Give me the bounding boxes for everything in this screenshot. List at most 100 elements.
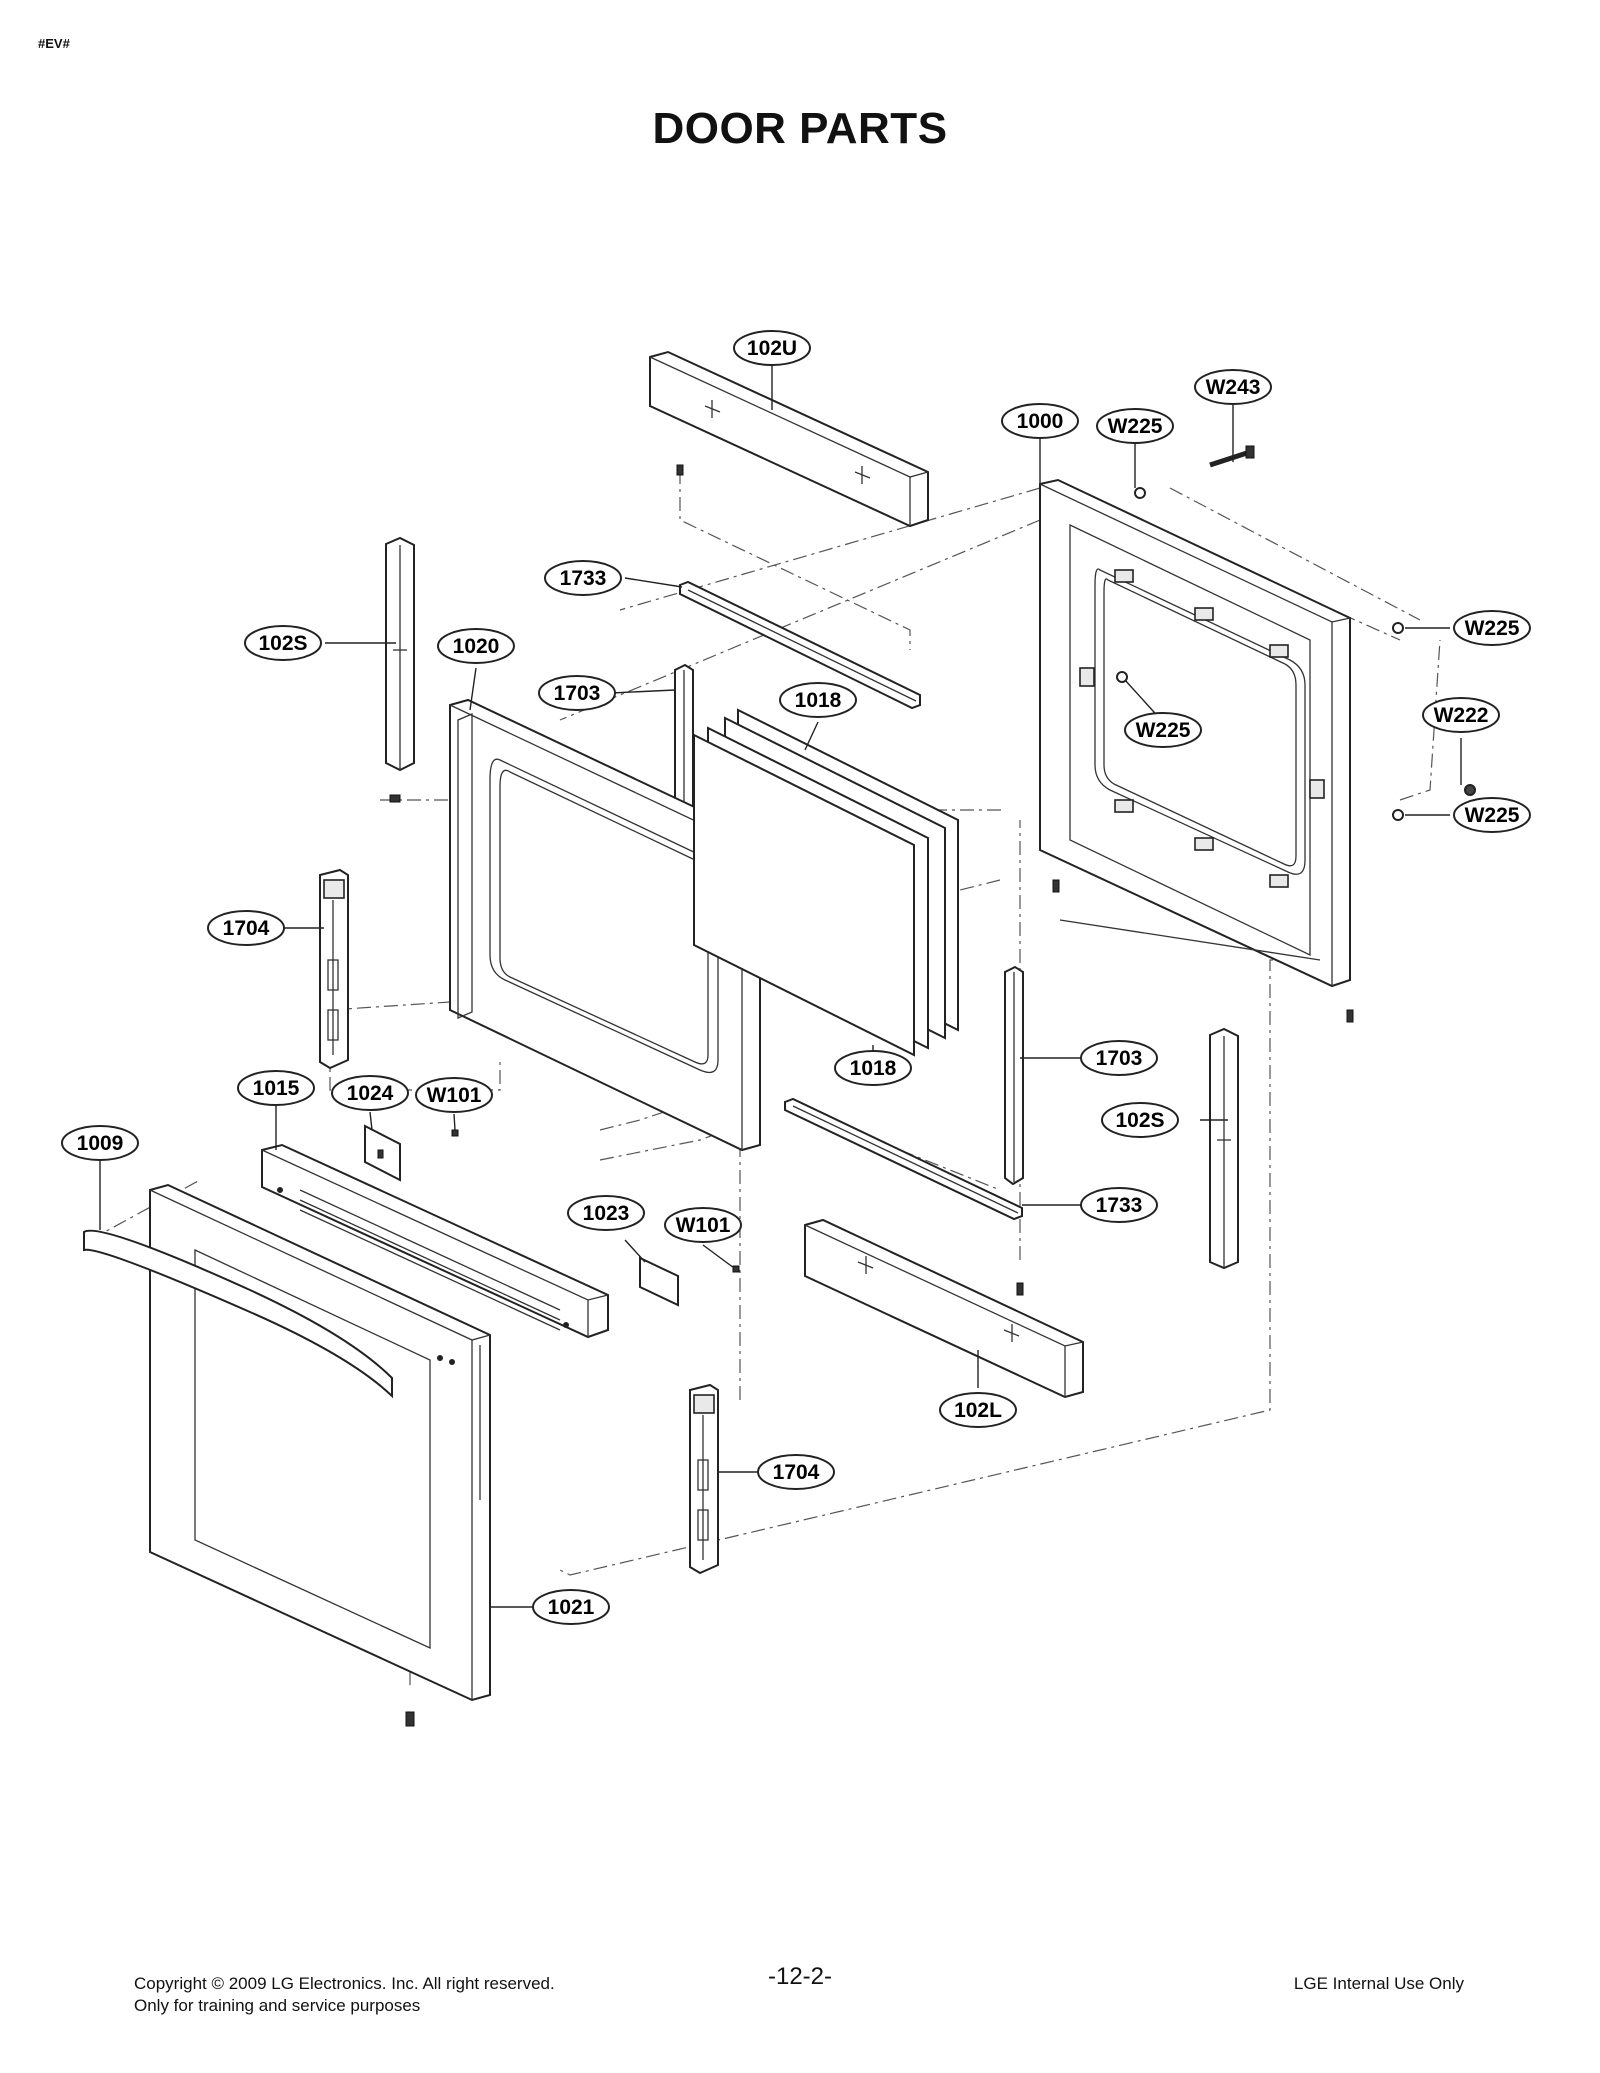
- callout-1018: 1018: [779, 682, 857, 718]
- callout-bubble: [544, 560, 622, 596]
- callout-1703: 1703: [538, 675, 616, 711]
- part-1009-handle: [83, 1229, 393, 1399]
- callout-1024: 1024: [331, 1075, 409, 1111]
- callout-text: 1704: [773, 1461, 820, 1484]
- part-102L-bottom-trim: [804, 1218, 1084, 1399]
- callout-bubble: [939, 1392, 1017, 1428]
- callout-text: 1018: [850, 1057, 897, 1080]
- part-1733-upper-rail: [679, 580, 921, 710]
- callout-text: W101: [676, 1214, 731, 1237]
- callout-text: 1733: [560, 567, 607, 590]
- frame-screws: [1052, 879, 1354, 1023]
- callout-1703: 1703: [1080, 1040, 1158, 1076]
- callout-W225: W225: [1096, 408, 1174, 444]
- callout-bubble: [1101, 1102, 1179, 1138]
- footer-left: Copyright © 2009 LG Electronics. Inc. Al…: [134, 1973, 555, 2017]
- callout-102L: 102L: [939, 1392, 1017, 1428]
- callout-bubble: [437, 628, 515, 664]
- part-1733-lower-rail: [784, 1097, 1023, 1221]
- callout-bubble: [1453, 797, 1531, 833]
- part-1018-glass-panels: [693, 708, 959, 1057]
- screw: [676, 464, 684, 476]
- callout-1021: 1021: [532, 1589, 610, 1625]
- callout-1015: 1015: [237, 1070, 315, 1106]
- callout-text: 1703: [554, 682, 601, 705]
- callout-text: W101: [427, 1084, 482, 1107]
- callout-text: 1015: [253, 1077, 300, 1100]
- callout-bubble: [61, 1125, 139, 1161]
- screw: [389, 794, 401, 803]
- callout-text: W225: [1108, 415, 1163, 438]
- page-number: -12-2-: [767, 1963, 833, 1990]
- callout-bubble: [244, 625, 322, 661]
- callout-bubble: [538, 675, 616, 711]
- callout-W225: W225: [1124, 712, 1202, 748]
- callout-1733: 1733: [1080, 1187, 1158, 1223]
- callout-text: W243: [1206, 376, 1261, 399]
- callout-W222: W222: [1422, 697, 1500, 733]
- part-1021-outer-door: [149, 1183, 491, 1702]
- washers: [1116, 487, 1476, 821]
- callout-text: 102S: [1115, 1109, 1164, 1132]
- callout-text: 102U: [747, 337, 797, 360]
- callout-text: 102L: [954, 1399, 1002, 1422]
- callout-text: 1704: [223, 917, 270, 940]
- callout-bubble: [733, 330, 811, 366]
- callout-text: 1020: [453, 635, 500, 658]
- callout-bubble: [415, 1077, 493, 1113]
- callout-bubble: [1124, 712, 1202, 748]
- callout-1704: 1704: [757, 1454, 835, 1490]
- callout-text: 1023: [583, 1202, 630, 1225]
- callout-text: W222: [1434, 704, 1489, 727]
- part-1704-left-hinge: [319, 868, 349, 1070]
- document-tag: #EV#: [38, 36, 70, 51]
- callout-bubble: [1001, 403, 1079, 439]
- callout-bubble: [664, 1207, 742, 1243]
- callout-text: 1000: [1017, 410, 1064, 433]
- part-102S-right-trim: [1209, 1027, 1239, 1270]
- callout-text: 1703: [1096, 1047, 1143, 1070]
- callout-bubble: [1422, 697, 1500, 733]
- callout-1018: 1018: [834, 1050, 912, 1086]
- callout-1733: 1733: [544, 560, 622, 596]
- callout-text: W225: [1465, 617, 1520, 640]
- callout-bubble: [1080, 1187, 1158, 1223]
- callout-bubble: [237, 1070, 315, 1106]
- callout-W101: W101: [664, 1207, 742, 1243]
- callout-102U: 102U: [733, 330, 811, 366]
- screw: [405, 1711, 415, 1727]
- part-1703-right-strip: [1004, 965, 1024, 1186]
- callout-1020: 1020: [437, 628, 515, 664]
- callout-bubble: [1194, 369, 1272, 405]
- callout-W243: W243: [1194, 369, 1272, 405]
- callout-1704: 1704: [207, 910, 285, 946]
- callout-bubble: [757, 1454, 835, 1490]
- callout-bubble: [834, 1050, 912, 1086]
- callout-bubble: [1080, 1040, 1158, 1076]
- part-1015-vent-bracket: [261, 1143, 609, 1339]
- leader-lines: [99, 365, 1462, 1608]
- callout-text: 1733: [1096, 1194, 1143, 1217]
- screw: [1016, 1282, 1024, 1296]
- part-1024-plate: [364, 1124, 401, 1182]
- callout-1000: 1000: [1001, 403, 1079, 439]
- screw-W101: [451, 1129, 459, 1137]
- callout-text: 1024: [347, 1082, 394, 1105]
- copyright-text: Copyright © 2009 LG Electronics. Inc. Al…: [134, 1974, 555, 1993]
- page-title: DOOR PARTS: [652, 104, 948, 153]
- internal-notice: LGE Internal Use Only: [1293, 1974, 1464, 1993]
- callout-text: 102S: [258, 632, 307, 655]
- callout-102S: 102S: [1101, 1102, 1179, 1138]
- callout-1023: 1023: [567, 1195, 645, 1231]
- callout-text: 1009: [77, 1132, 124, 1155]
- part-102U-top-trim: [649, 350, 929, 528]
- callout-bubble: [532, 1589, 610, 1625]
- callout-bubble: [331, 1075, 409, 1111]
- callout-bubble: [1453, 610, 1531, 646]
- callout-text: 1018: [795, 689, 842, 712]
- purpose-text: Only for training and service purposes: [134, 1996, 421, 2015]
- part-1023-plate: [639, 1256, 679, 1307]
- callout-bubble: [1096, 408, 1174, 444]
